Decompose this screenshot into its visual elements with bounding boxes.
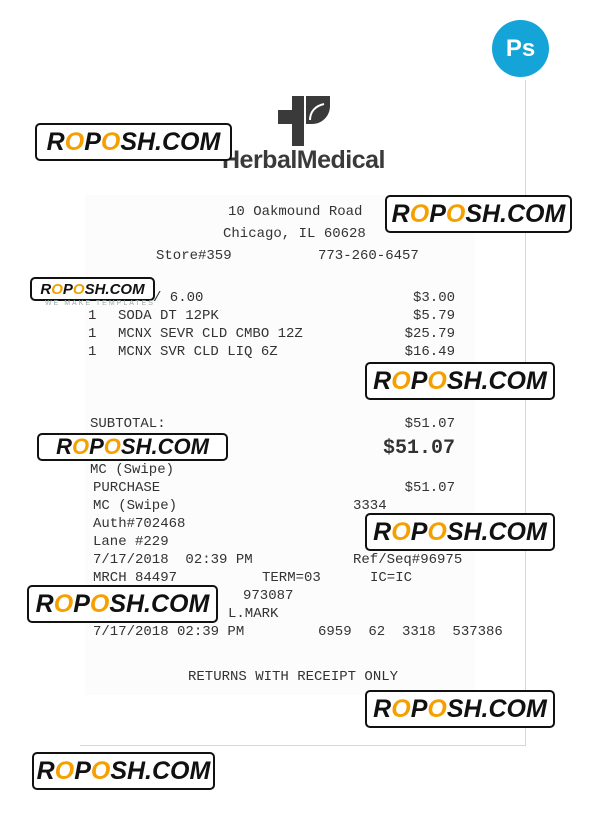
merchant-id: MRCH 84497 (93, 570, 178, 586)
address-line-1: 10 Oakmound Road (228, 204, 363, 220)
item-qty: 1 (88, 344, 97, 360)
total-value: $51.07 (382, 437, 455, 460)
auth-number: Auth#702468 (93, 516, 186, 532)
returns-policy: RETURNS WITH RECEIPT ONLY (188, 669, 399, 685)
item-qty: 1 (88, 308, 97, 324)
payment-method-header: MC (Swipe) (90, 462, 175, 478)
card-type: MC (Swipe) (93, 498, 178, 514)
watermark: ROPOSH.COM (30, 277, 155, 301)
ref-seq: Ref/Seq#96975 (353, 552, 463, 568)
store-phone: 773-260-6457 (318, 248, 419, 264)
watermark: ROPOSH.COM (27, 585, 218, 623)
watermark-tagline: WE MAKE TEMPLATES (45, 300, 155, 307)
subtotal-value: $51.07 (404, 416, 455, 432)
ic-code: IC=IC (370, 570, 413, 586)
purchase-label: PURCHASE (93, 480, 161, 496)
herbal-cross-leaf-logo-icon (278, 96, 330, 146)
transaction-datetime: 7/17/2018 02:39 PM (93, 552, 253, 568)
brand-name: HerbalMedical (222, 146, 386, 174)
watermark: ROPOSH.COM (35, 123, 232, 161)
watermark: ROPOSH.COM (37, 433, 228, 461)
cashier-name: L.MARK (228, 606, 279, 622)
transaction-numbers: 6959 62 3318 537386 (318, 624, 503, 640)
card-last4: 3334 (353, 498, 387, 514)
watermark: ROPOSH.COM (365, 513, 555, 551)
lane-number: Lane #229 (93, 534, 169, 550)
item-desc: / 6.00 (153, 290, 204, 306)
watermark: ROPOSH.COM (385, 195, 572, 233)
subtotal-label: SUBTOTAL: (90, 416, 166, 432)
item-price: $3.00 (412, 290, 455, 306)
item-desc: MCNX SVR CLD LIQ 6Z (118, 344, 278, 360)
approval-code: 973087 (243, 588, 294, 604)
item-qty: 1 (88, 326, 97, 342)
item-price: $16.49 (404, 344, 455, 360)
watermark: ROPOSH.COM (365, 362, 555, 400)
address-line-2: Chicago, IL 60628 (223, 226, 366, 242)
item-desc: SODA DT 12PK (118, 308, 219, 324)
purchase-value: $51.07 (404, 480, 455, 496)
item-price: $25.79 (404, 326, 455, 342)
watermark: ROPOSH.COM (32, 752, 215, 790)
terminal-id: TERM=03 (262, 570, 321, 586)
receipt-datetime: 7/17/2018 02:39 PM (93, 624, 245, 640)
photoshop-badge: Ps (492, 20, 549, 77)
watermark: ROPOSH.COM (365, 690, 555, 728)
store-number: Store#359 (156, 248, 232, 264)
item-price: $5.79 (412, 308, 455, 324)
item-desc: MCNX SEVR CLD CMBO 12Z (118, 326, 303, 342)
